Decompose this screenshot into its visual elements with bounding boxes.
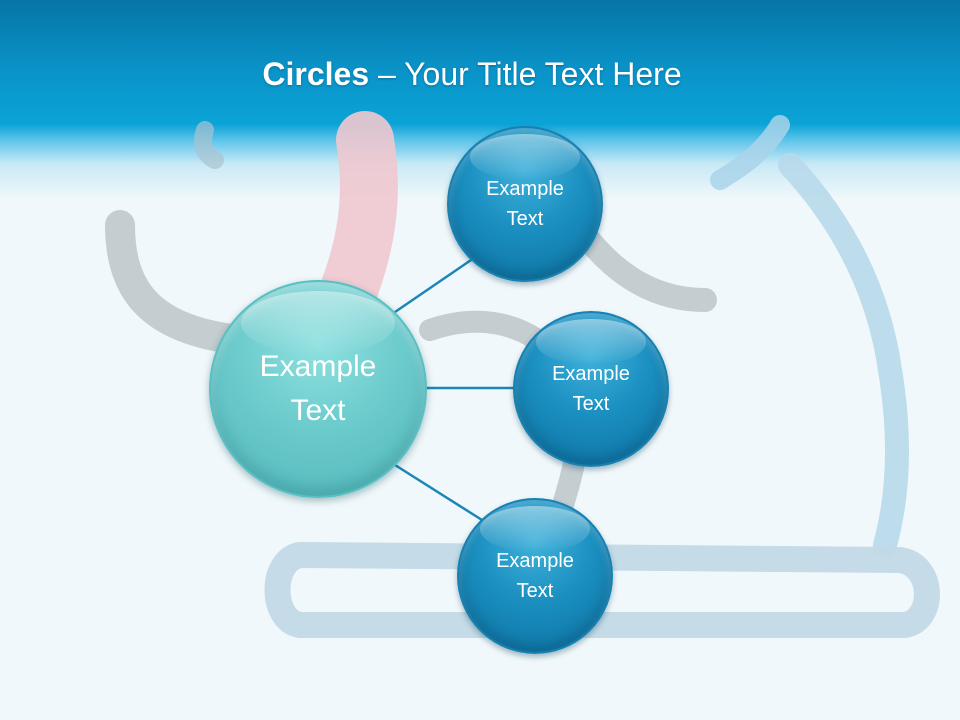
title-bold-part: Circles — [262, 56, 370, 92]
satellite-circle-bottom[interactable]: Example Text — [457, 498, 613, 654]
runner-front-arm — [573, 223, 717, 312]
runner-figure — [105, 111, 717, 526]
center-circle-label: Example Text — [259, 350, 377, 427]
satellite-circle-middle[interactable]: Example Text — [513, 311, 669, 467]
runner-back-arm — [105, 210, 255, 355]
treadmill-shape — [264, 115, 940, 638]
satellite-circle-label: Example Text — [552, 363, 630, 415]
satellite-circle-label: Example Text — [496, 550, 574, 602]
treadmill-deck — [264, 542, 940, 638]
satellite-circle-label: Example Text — [486, 178, 564, 230]
satellite-circle-top[interactable]: Example Text — [447, 126, 603, 282]
runner-head-stroke — [194, 121, 224, 169]
runner-torso — [316, 111, 398, 329]
treadmill-handle-top — [710, 115, 790, 190]
title-rest-part: – Your Title Text Here — [369, 56, 682, 92]
connector-line-bottom — [394, 463, 483, 522]
slide-title: Circles – Your Title Text Here — [0, 52, 944, 96]
center-circle[interactable]: Example Text — [209, 280, 427, 498]
treadmill-upright — [778, 153, 909, 557]
connector-line-top — [394, 256, 475, 314]
